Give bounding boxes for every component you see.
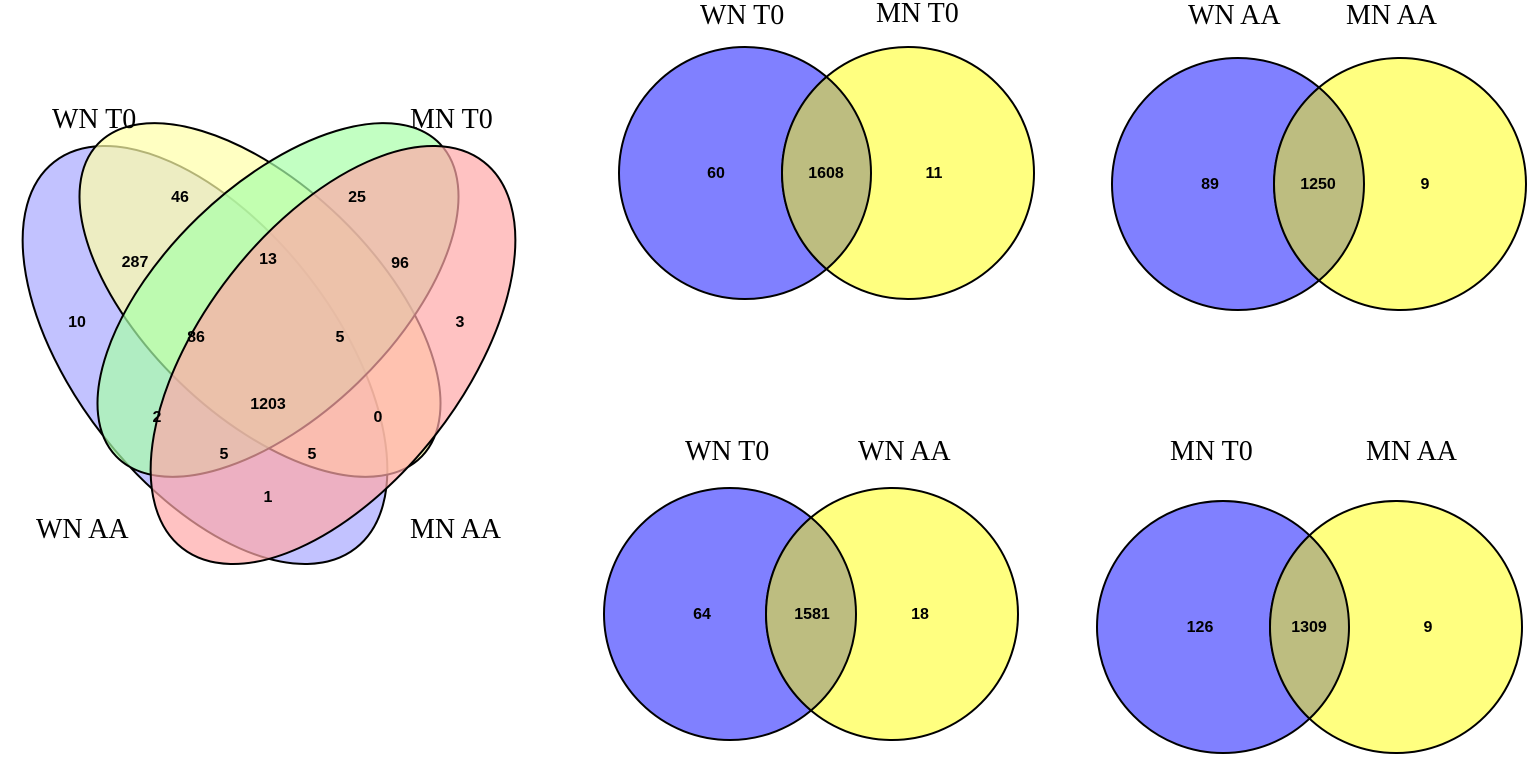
- count-all-four: 1203: [250, 396, 286, 413]
- overlap: [1269, 534, 1350, 720]
- count-left-only: 64: [693, 606, 711, 623]
- overlap: [781, 75, 872, 271]
- count-both: 1608: [808, 165, 844, 182]
- count-wn-t0-mn-t0: 13: [259, 251, 277, 268]
- label-mn-t0: MN T0: [410, 104, 493, 135]
- count-left-only: 89: [1201, 176, 1219, 193]
- pair-venn-wn-t0-mn-t0: WN T0 MN T0 60 1608 11: [618, 0, 1035, 300]
- label-right: WN AA: [858, 436, 951, 467]
- count-wn-aa-mn-t0: 2: [153, 409, 162, 426]
- label-mn-aa: MN AA: [410, 514, 502, 545]
- ellipse-mn-aa: [149, 145, 517, 565]
- label-left: MN T0: [1170, 436, 1253, 467]
- pair-venn-mn-t0-mn-aa: MN T0 MN AA 126 1309 9: [1096, 436, 1523, 754]
- count-wn-t0-mn-aa: 0: [374, 409, 383, 426]
- count-right-only: 9: [1421, 176, 1430, 193]
- count-wn-aa-wn-t0: 287: [122, 254, 149, 271]
- count-right-only: 9: [1424, 619, 1433, 636]
- pair-venn-wn-t0-wn-aa: WN T0 WN AA 64 1581 18: [603, 436, 1019, 741]
- count-wn-aa-mn-t0-mn-aa: 5: [220, 446, 229, 463]
- count-wn-t0-only: 46: [171, 189, 189, 206]
- label-wn-t0: WN T0: [52, 104, 136, 135]
- label-right: MN T0: [876, 0, 959, 29]
- overlap: [1273, 86, 1365, 282]
- four-way-venn: WN T0 MN T0 WN AA MN AA 10 46 25 3 287 1…: [21, 104, 517, 565]
- count-left-only: 60: [707, 165, 725, 182]
- count-both: 1581: [794, 606, 830, 623]
- count-wn-aa-wn-t0-mn-t0: 86: [187, 329, 205, 346]
- count-both: 1250: [1300, 176, 1336, 193]
- count-left-only: 126: [1187, 619, 1214, 636]
- count-both: 1309: [1291, 619, 1327, 636]
- overlap: [765, 516, 857, 712]
- label-right: MN AA: [1346, 0, 1438, 31]
- count-mn-t0-only: 25: [348, 189, 366, 206]
- count-right-only: 18: [911, 606, 929, 623]
- pair-venn-wn-aa-mn-aa: WN AA MN AA 89 1250 9: [1111, 0, 1527, 311]
- label-left: WN T0: [700, 0, 784, 31]
- count-wn-t0-mn-t0-mn-aa: 5: [336, 329, 345, 346]
- count-wn-aa-only: 10: [68, 314, 86, 331]
- label-left: WN T0: [685, 436, 769, 467]
- count-wn-aa-wn-t0-mn-aa: 5: [308, 446, 317, 463]
- count-right-only: 11: [926, 165, 943, 182]
- label-left: WN AA: [1188, 0, 1281, 31]
- label-wn-aa: WN AA: [36, 514, 129, 545]
- count-mn-t0-mn-aa: 96: [391, 255, 409, 272]
- count-mn-aa-only: 3: [456, 314, 465, 331]
- count-wn-aa-mn-aa: 1: [264, 489, 273, 506]
- label-right: MN AA: [1366, 436, 1458, 467]
